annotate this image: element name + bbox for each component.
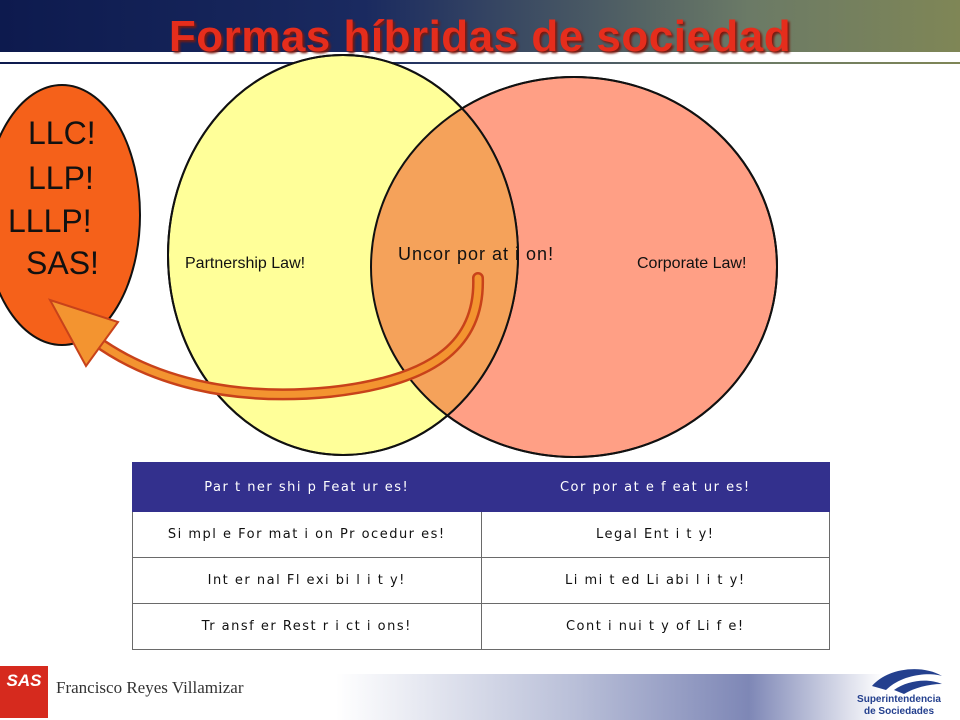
venn-diagram: Partnership Law! Uncor por at i on! Corp… (0, 54, 778, 458)
bubble-line-llp: LLP! (28, 160, 94, 196)
partnership-features-header: Par t ner shi p Feat ur es! (132, 462, 482, 512)
features-table: Par t ner shi p Feat ur es! Cor por at e… (132, 462, 830, 650)
superintendencia-logo: Superintendencia de Sociedades (842, 662, 956, 720)
footer-bar (0, 674, 960, 720)
table-row: Int er nal Fl exi bi l i t y! Li mi t ed… (132, 557, 830, 604)
footer-author: Francisco Reyes Villamizar (56, 678, 244, 697)
corporate-law-circle-outline (370, 76, 778, 458)
table-cell: Legal Ent i t y! (480, 511, 830, 558)
superintendencia-line2: de Sociedades (863, 706, 935, 717)
table-header-row: Par t ner shi p Feat ur es! Cor por at e… (132, 462, 830, 512)
arrow-head (47, 298, 120, 368)
title-bar-fade (0, 52, 960, 62)
bubble-line-llc: LLC! (28, 115, 96, 151)
partnership-law-label: Partnership Law! (185, 255, 305, 272)
table-row: Tr ansf er Rest r i ct i ons! Cont i nui… (132, 603, 830, 650)
corporate-law-label: Corporate Law! (637, 255, 746, 272)
sas-logo: SAS (0, 666, 48, 718)
table-cell: Si mpl e For mat i on Pr ocedur es! (132, 511, 482, 558)
partnership-law-circle-outline (167, 54, 519, 456)
slide-title: Formas híbridas de sociedad (168, 12, 792, 61)
superintendencia-line1: Superintendencia (857, 694, 941, 705)
table-cell: Tr ansf er Rest r i ct i ons! (132, 603, 482, 650)
bubble-line-sas: SAS! (26, 245, 99, 281)
table-cell: Cont i nui t y of Li f e! (480, 603, 830, 650)
hybrid-forms-bubble (0, 84, 141, 346)
sas-logo-text: SAS (6, 671, 42, 690)
corporate-features-header: Cor por at e f eat ur es! (480, 462, 830, 512)
superintendencia-emblem-icon (872, 669, 942, 694)
table-row: Si mpl e For mat i on Pr ocedur es! Lega… (132, 511, 830, 558)
table-cell: Li mi t ed Li abi l i t y! (480, 557, 830, 604)
venn-overlap (371, 77, 518, 455)
uncorporation-label: Uncor por at i on! (398, 244, 554, 264)
bubble-line-lllp: LLLP! (8, 203, 92, 239)
table-cell: Int er nal Fl exi bi l i t y! (132, 557, 482, 604)
